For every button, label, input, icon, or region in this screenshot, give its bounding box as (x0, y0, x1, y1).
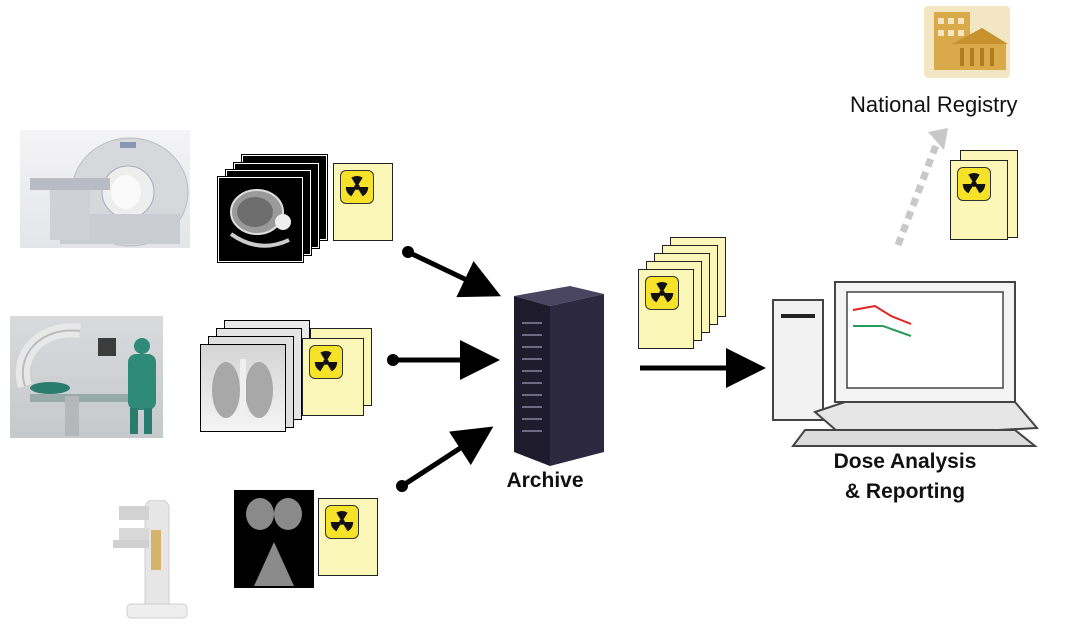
aggregated-dose-report (638, 269, 694, 349)
registry-dose-report (950, 160, 1008, 240)
registry-arrow (894, 128, 948, 247)
mammo-dose-report (318, 498, 378, 576)
national-registry-label: National Registry (850, 92, 1018, 117)
ct-to-archive-arrow (402, 246, 502, 298)
government-building-icon (924, 6, 1010, 78)
radiation-trefoil-icon (309, 345, 343, 379)
fluoroscopy-room-image (10, 316, 163, 438)
ct-dose-report (333, 163, 393, 241)
radiation-trefoil-icon (645, 276, 679, 310)
ct-slice-image (217, 176, 304, 263)
ct-scanner-image (20, 130, 190, 248)
xray-to-archive-arrow (387, 340, 500, 380)
mammogram-image (234, 490, 314, 588)
radiation-trefoil-icon (957, 167, 991, 201)
server-rack-icon (510, 282, 606, 468)
xray-dose-report (302, 338, 364, 416)
computer-workstation-icon (765, 278, 1040, 448)
dose-analysis-label-line2: & Reporting (844, 480, 966, 503)
mammography-unit-image (105, 499, 195, 620)
radiation-trefoil-icon (325, 505, 359, 539)
archive-label: Archive (506, 469, 584, 492)
mammo-to-archive-arrow (396, 426, 494, 492)
radiation-trefoil-icon (340, 170, 374, 204)
chest-xray-image (200, 344, 286, 432)
dose-analysis-label-line1: Dose Analysis (833, 450, 977, 473)
